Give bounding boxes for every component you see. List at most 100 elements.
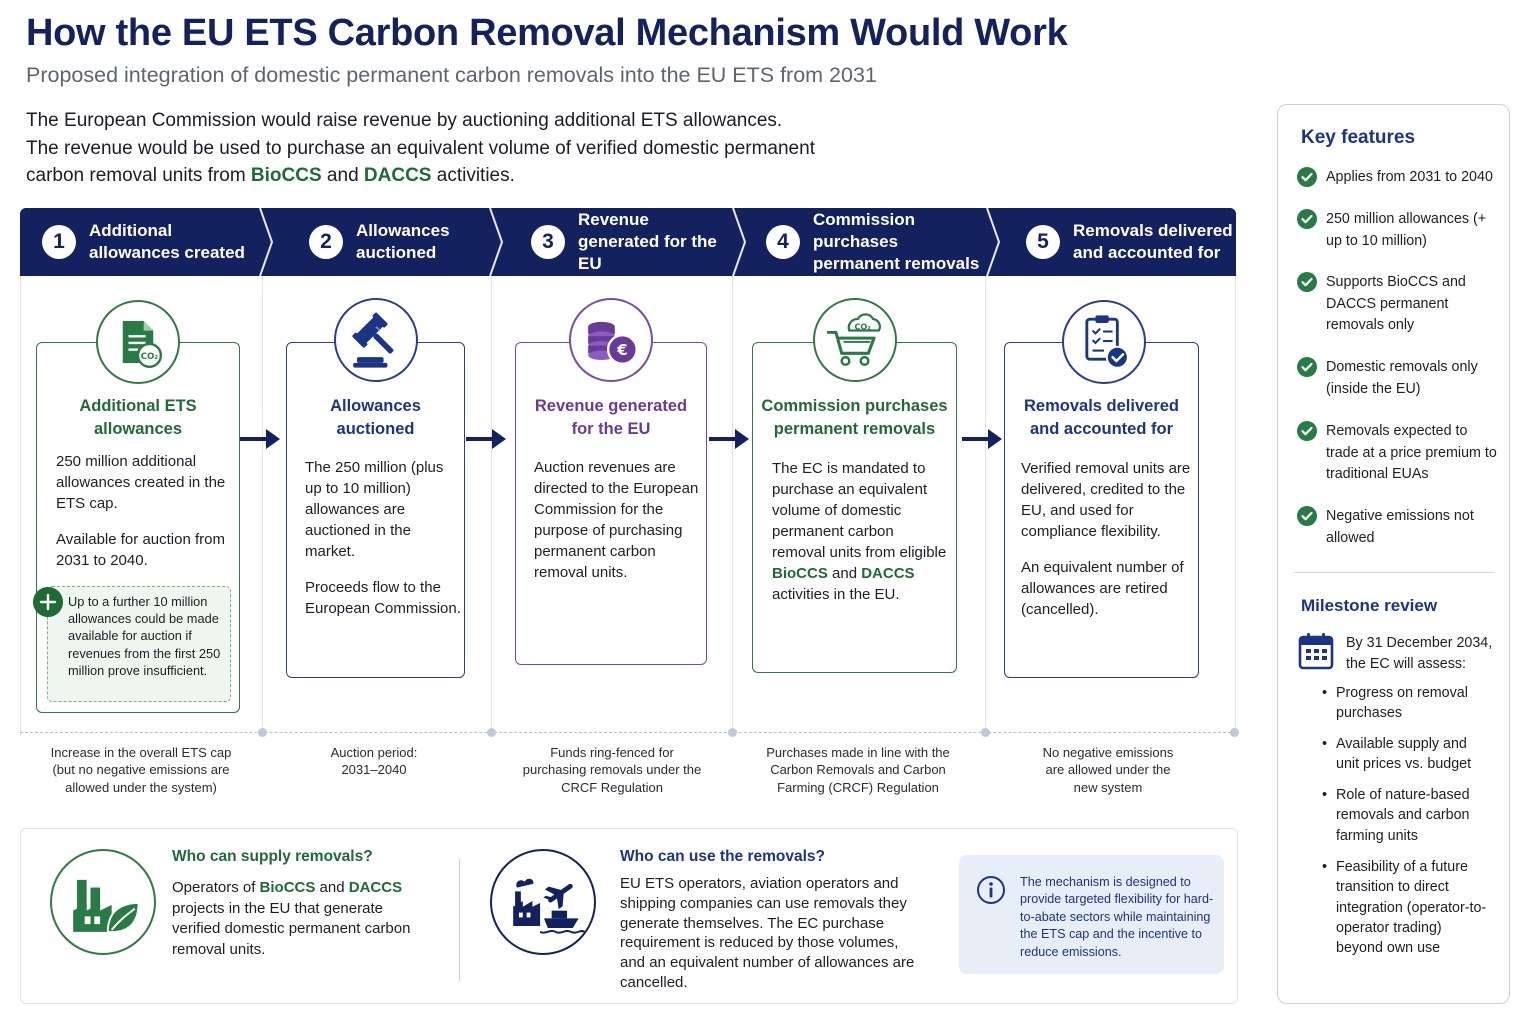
intro-and: and (321, 165, 364, 186)
card-4-text-b: activities in the EU. (772, 586, 900, 603)
intro-line-3b: activities. (431, 165, 515, 186)
footnote-3: Funds ring-fenced for purchasing removal… (522, 745, 702, 795)
step-5-number: 5 (1026, 225, 1060, 259)
cart-co2-icon: CO₂ (813, 298, 897, 382)
timeline-dot (1230, 728, 1239, 737)
intro-bioccs: BioCCS (250, 165, 322, 186)
footnote-2: Auction period: 2031–2040 (330, 745, 418, 778)
info-box: The mechanism is designed to provide tar… (959, 855, 1224, 974)
step-1-title: Additional allowances created (89, 221, 245, 262)
step-5-title: Removals delivered and accounted for (1073, 221, 1233, 262)
sidebar-divider (1294, 572, 1494, 573)
column-divider (985, 276, 986, 734)
milestone-title: Milestone review (1301, 596, 1438, 615)
further-allowances-note: Up to a further 10 million allowances co… (47, 586, 231, 702)
intro-line-2: The revenue would be used to purchase an… (26, 137, 815, 159)
card-3-para-1: Auction revenues are directed to the Eur… (534, 459, 699, 581)
feature-text: Applies from 2031 to 2040 (1326, 169, 1493, 185)
feature-item: 250 million allowances (+ up to 10 milli… (1297, 209, 1502, 252)
column-divider (262, 276, 263, 734)
plus-icon (33, 587, 63, 617)
use-text: EU ETS operators, aviation operators and… (620, 875, 915, 991)
euro-symbol: € (616, 341, 628, 359)
card-2-para-1: The 250 million (plus up to 10 million) … (305, 459, 444, 560)
intro-line-3a: carbon removal units from (26, 165, 251, 186)
card-4-text-a: The EC is mandated to purchase an equiva… (772, 460, 947, 561)
supply-bioccs: BioCCS (259, 879, 316, 896)
step-separator (259, 208, 274, 276)
milestone-intro: By 31 December 2034, the EC will assess: (1346, 635, 1493, 672)
footnote-1: Increase in the overall ETS cap (but no … (50, 745, 232, 795)
card-1-para-2: Available for auction from 2031 to 2040. (56, 531, 225, 569)
step-3-title: Revenue generated for the EU (578, 210, 717, 273)
bottom-panel: Who can supply removals? Operators of Bi… (20, 828, 1238, 1004)
gavel-icon (334, 298, 418, 382)
flow-area (20, 276, 1236, 736)
card-1-title: Additional ETS allowances (79, 397, 197, 438)
check-circle-icon (1297, 167, 1317, 187)
timeline-dot (487, 728, 496, 737)
card-commission-purchases: Commission purchases permanent removals … (752, 342, 957, 673)
step-4-number: 4 (766, 225, 800, 259)
feature-text: Removals expected to trade at a price pr… (1326, 423, 1497, 482)
page-subtitle: Proposed integration of domestic permane… (26, 63, 877, 87)
further-allowances-text: Up to a further 10 million allowances co… (68, 594, 221, 678)
bottom-divider (459, 859, 460, 981)
coins-euro-icon: € (569, 298, 653, 382)
feature-item: Removals expected to trade at a price pr… (1297, 421, 1502, 486)
milestone-item: Role of nature-based removals and carbon… (1322, 785, 1492, 846)
calendar-icon (1298, 633, 1334, 670)
card-2-title: Allowances auctioned (330, 397, 421, 438)
card-1-text: 250 million additional allowances create… (56, 451, 232, 586)
industry-aviation-shipping-icon (490, 849, 596, 955)
step-3-header: 3 Revenue generated for the EU (531, 208, 728, 276)
footnote-4: Purchases made in line with the Carbon R… (766, 745, 950, 795)
card-4-title: Commission purchases permanent removals (761, 397, 948, 438)
step-1-number: 1 (42, 225, 76, 259)
timeline-dot (258, 728, 267, 737)
card-5-text: Verified removal units are delivered, cr… (1021, 458, 1195, 635)
step-separator (986, 208, 1001, 276)
info-icon (977, 876, 1005, 904)
card-5-title: Removals delivered and accounted for (1024, 397, 1179, 438)
supply-text-a: Operators of (172, 879, 260, 896)
feature-item: Domestic removals only (inside the EU) (1297, 357, 1502, 400)
intro-line-3: carbon removal units from BioCCS and DAC… (26, 162, 886, 190)
step-2-title: Allowances auctioned (356, 221, 450, 262)
supply-text: Operators of BioCCS and DACCS projects i… (172, 878, 422, 960)
column-divider (732, 276, 733, 734)
card-2-text: The 250 million (plus up to 10 million) … (305, 457, 461, 634)
milestone-item: Progress on removal purchases (1322, 683, 1492, 724)
factory-leaf-icon (50, 849, 156, 955)
column-divider (491, 276, 492, 734)
flow-arrow-icon (466, 429, 506, 449)
timeline-dot (728, 728, 737, 737)
page-title: How the EU ETS Carbon Removal Mechanism … (26, 12, 1068, 54)
milestone-item: Feasibility of a future transition to di… (1322, 857, 1492, 958)
document-co2-label: CO₂ (141, 352, 159, 362)
supply-text-b: projects in the EU that generate verifie… (172, 899, 411, 958)
check-circle-icon (1297, 421, 1317, 441)
step-2-header: 2 Allowances auctioned (309, 208, 466, 276)
check-circle-icon (1297, 506, 1317, 526)
step-separator (732, 208, 747, 276)
document-co2-icon: CO₂ (96, 300, 180, 384)
timeline-dashed-line (20, 732, 1236, 733)
feature-item: Applies from 2031 to 2040 (1297, 167, 1502, 189)
footnote-5: No negative emissions are allowed under … (1042, 745, 1174, 795)
card-4-bioccs: BioCCS (772, 565, 828, 582)
feature-item: Negative emissions not allowed (1297, 506, 1502, 549)
step-5-header: 5 Removals delivered and accounted for (1026, 208, 1233, 276)
cart-co2-label: CO₂ (854, 322, 871, 332)
sidebar-key-features: Key features Applies from 2031 to 2040 2… (1277, 104, 1510, 1004)
card-5-para-2: An equivalent number of allowances are r… (1021, 559, 1184, 618)
card-3-text: Auction revenues are directed to the Eur… (534, 457, 702, 598)
step-separator (489, 208, 504, 276)
card-2-para-2: Proceeds flow to the European Commission… (305, 579, 461, 617)
check-circle-icon (1297, 272, 1317, 292)
card-4-para-1: The EC is mandated to purchase an equiva… (772, 458, 950, 605)
use-title: Who can use the removals? (620, 848, 825, 865)
info-text: The mechanism is designed to provide tar… (1020, 875, 1214, 959)
check-circle-icon (1297, 209, 1317, 229)
milestone-item: Available supply and unit prices vs. bud… (1322, 734, 1492, 775)
